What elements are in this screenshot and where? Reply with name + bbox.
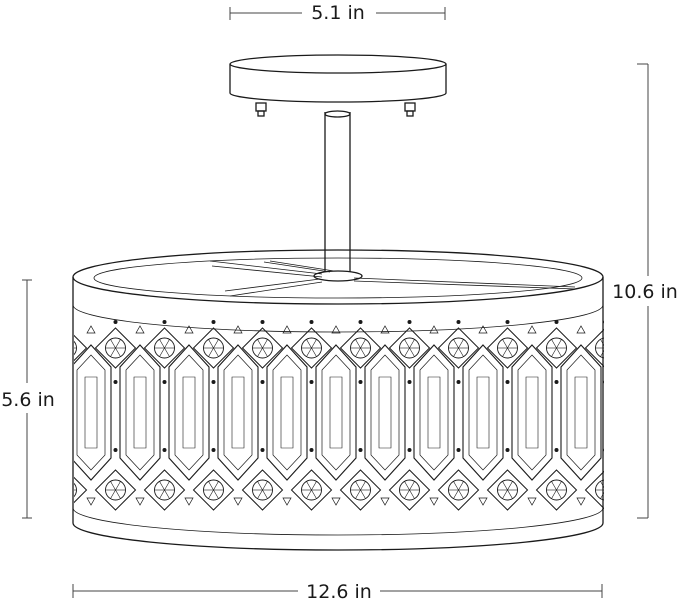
dimension-total-height: 10.6 in	[612, 63, 678, 519]
total-height-label: 10.6 in	[612, 281, 678, 303]
drum-shade	[72, 249, 604, 551]
shade-height-label: 5.6 in	[1, 389, 55, 411]
dimension-shade-width: 12.6 in	[72, 581, 603, 603]
support-stem	[313, 110, 363, 282]
dimension-shade-height: 5.6 in	[1, 279, 55, 519]
inner-cross-bars	[209, 260, 577, 297]
shade-width-label: 12.6 in	[306, 581, 372, 603]
top-width-label: 5.1 in	[311, 2, 365, 24]
jeweled-pattern	[74, 320, 604, 511]
ceiling-canopy	[229, 54, 447, 117]
dimension-top-width: 5.1 in	[229, 2, 446, 24]
